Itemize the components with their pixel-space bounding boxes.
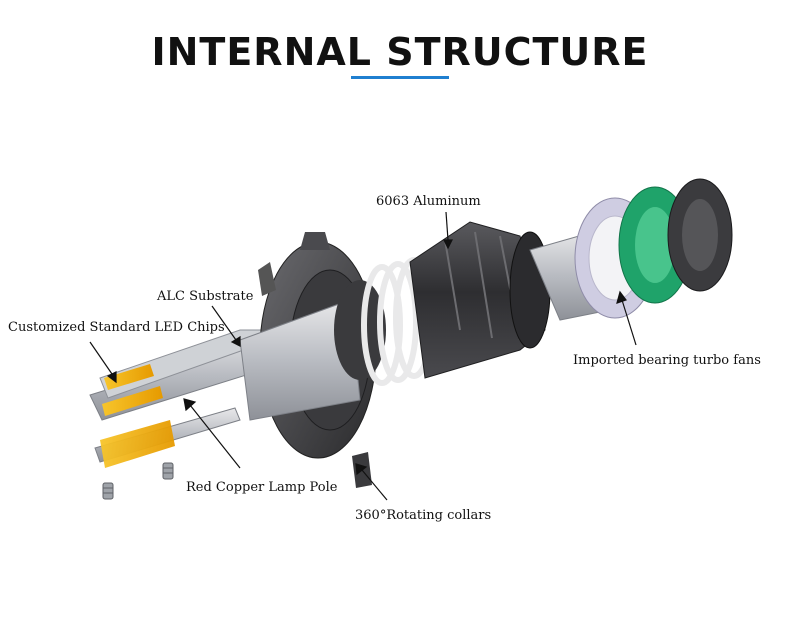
pointer-lines	[89, 211, 637, 501]
label-rotating-collars: 360°Rotating collars	[355, 508, 492, 523]
label-alc-substrate: ALC Substrate	[157, 289, 254, 304]
aluminum-housing	[409, 221, 551, 379]
led-chips	[102, 364, 163, 416]
title-underline	[351, 76, 449, 79]
threaded-neck	[334, 257, 435, 386]
label-turbo-fans: Imported bearing turbo fans	[573, 353, 761, 368]
screw-left	[102, 482, 114, 500]
screw-right	[162, 462, 174, 480]
label-led-chips: Customized Standard LED Chips	[8, 320, 225, 335]
inner-tube	[239, 299, 361, 421]
label-6063-aluminum: 6063 Aluminum	[376, 194, 481, 209]
turbo-fan	[574, 178, 733, 319]
copper-lamp-pole	[94, 407, 241, 468]
label-copper-pole: Red Copper Lamp Pole	[186, 480, 338, 495]
page-title: INTERNAL STRUCTURE	[151, 30, 649, 74]
